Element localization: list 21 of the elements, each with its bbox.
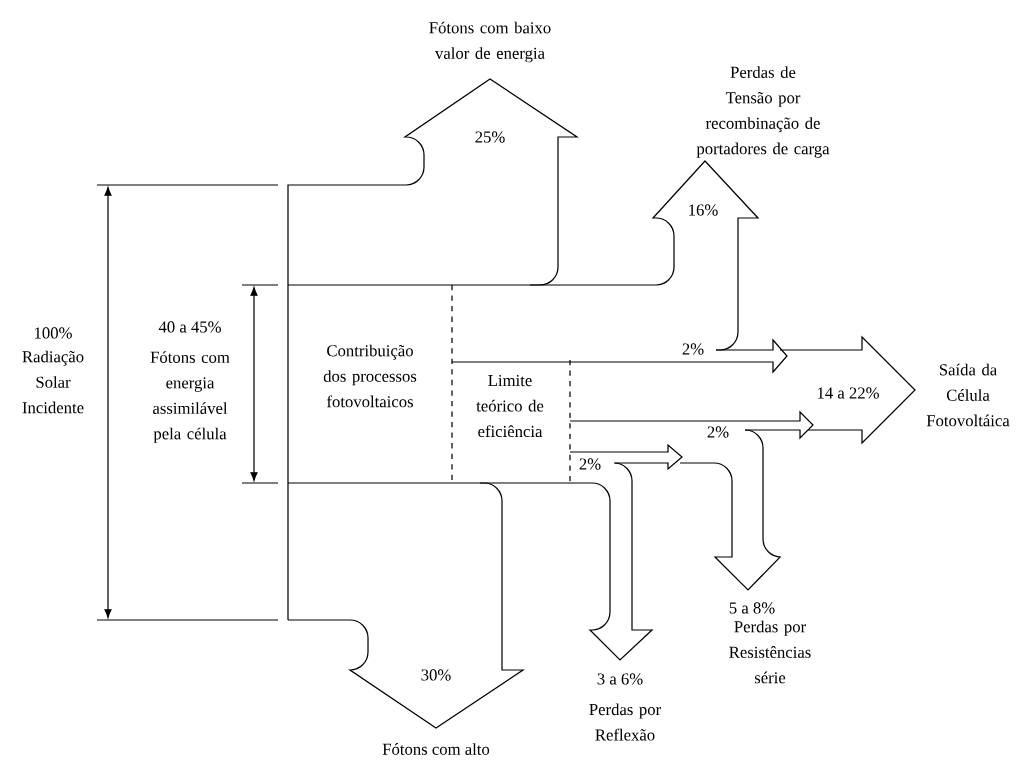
- percentage-label: 40 a 45%: [158, 321, 221, 333]
- percentage-label: 16%: [689, 204, 718, 216]
- percentage-label: 30%: [421, 669, 451, 681]
- flow-label: Fótons com alto: [382, 743, 490, 755]
- percentage-label: 3 a 6%: [597, 673, 643, 685]
- flow-label: Limite teórico de eficiência: [476, 374, 544, 438]
- flow-label: Contribuição dos processos fotovoltaicos: [323, 344, 417, 408]
- flow-label: Saída da Célula Fotovoltáica: [926, 363, 1010, 427]
- percentage-label: 2%: [579, 458, 601, 470]
- percentage-label: 2%: [682, 343, 704, 355]
- percentage-label: 25%: [475, 131, 505, 143]
- flow-label: Fótons com energia assimilável pela célula: [150, 351, 230, 443]
- flow-label: Fótons com baixo valor de energia: [429, 21, 551, 63]
- flow-label: Perdas por Reflexão: [589, 703, 661, 741]
- flow-label: Perdas de Tensão por recombinação de portadores de carga: [696, 66, 830, 158]
- flow-label: Radiação Solar Incidente: [22, 350, 84, 414]
- percentage-label: 100%: [35, 327, 72, 339]
- percentage-label: 2%: [707, 426, 729, 438]
- flow-label: Perdas por Resistências série: [729, 620, 811, 684]
- percentage-label: 5 a 8%: [729, 602, 775, 614]
- percentage-label: 14 a 22%: [817, 387, 879, 399]
